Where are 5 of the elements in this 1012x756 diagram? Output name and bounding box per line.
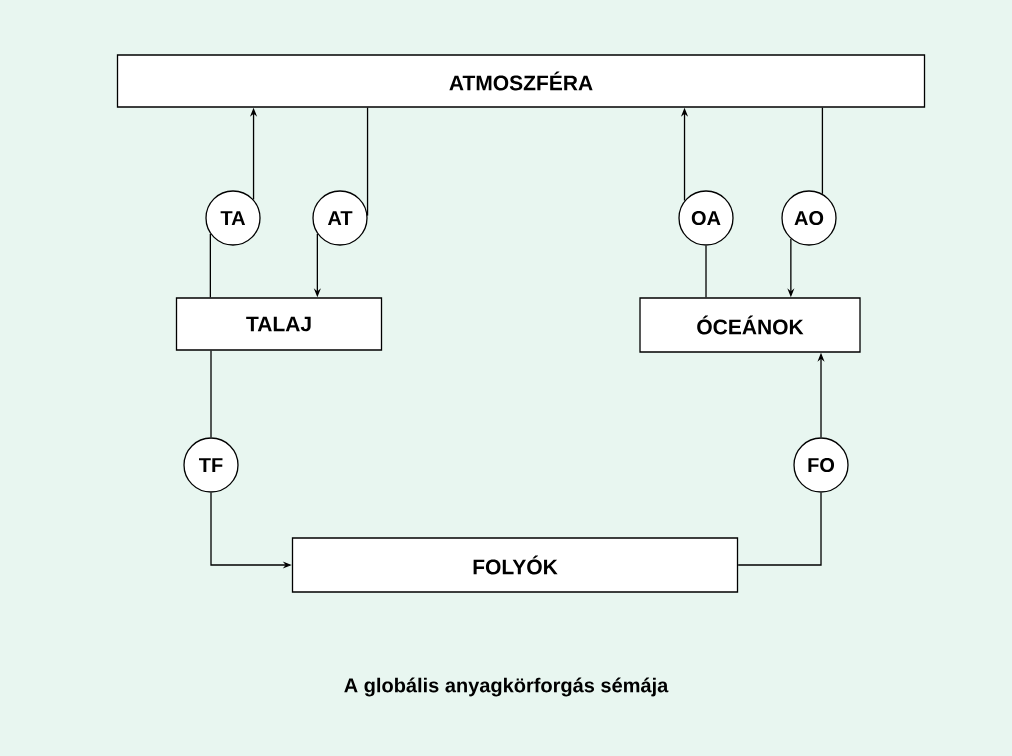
process-box: ÓCEÁNOK: [639, 297, 861, 353]
process-box: FOLYÓK: [291, 537, 739, 593]
caption: A globális anyagkörforgás sémája: [344, 677, 669, 697]
process-box: TALAJ: [175, 297, 383, 351]
process-box: ATMOSZFÉRA: [116, 54, 926, 108]
